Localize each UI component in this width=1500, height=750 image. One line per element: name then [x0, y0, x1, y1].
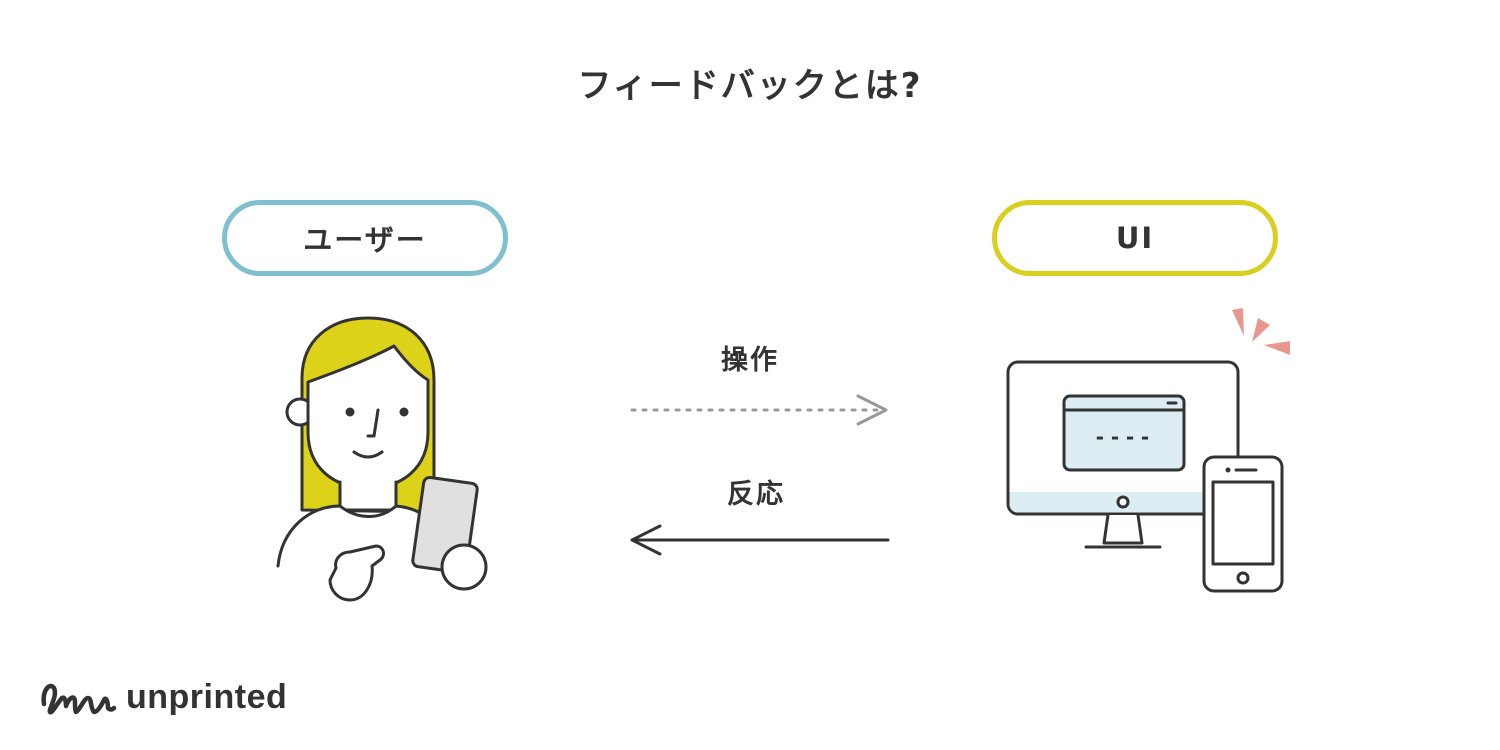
user-neck	[338, 480, 398, 512]
user-illustration	[276, 316, 488, 602]
alert-icon	[1232, 308, 1290, 355]
user-face	[306, 344, 430, 490]
smartphone-screen	[1211, 480, 1275, 566]
brand-logo: unprinted	[38, 672, 287, 722]
user-hand-right	[440, 543, 488, 591]
ui-label-pill: UI	[992, 200, 1278, 276]
brand-name: unprinted	[126, 677, 288, 716]
user-label: ユーザー	[303, 223, 427, 257]
monitor-power-icon	[1116, 495, 1130, 509]
user-hand-left	[328, 544, 385, 602]
ui-label: UI	[1115, 221, 1155, 255]
smartphone-home-button	[1236, 571, 1250, 585]
user-mouth	[352, 450, 384, 459]
user-nose	[366, 408, 380, 438]
monitor-stand	[1102, 513, 1144, 545]
response-arrow	[630, 524, 890, 556]
response-label: 反応	[727, 479, 785, 510]
operation-label: 操作	[721, 345, 779, 376]
page-title: フィードバックとは?	[577, 66, 923, 106]
screen-window-text: ----	[1094, 425, 1154, 449]
ui-illustration: ----	[1006, 308, 1290, 593]
operation-arrow	[630, 394, 888, 426]
brand-mark-icon	[41, 683, 117, 715]
screen-window	[1062, 394, 1186, 472]
user-eye-left	[345, 407, 355, 417]
user-eye-right	[399, 407, 409, 417]
user-label-pill: ユーザー	[222, 200, 508, 276]
